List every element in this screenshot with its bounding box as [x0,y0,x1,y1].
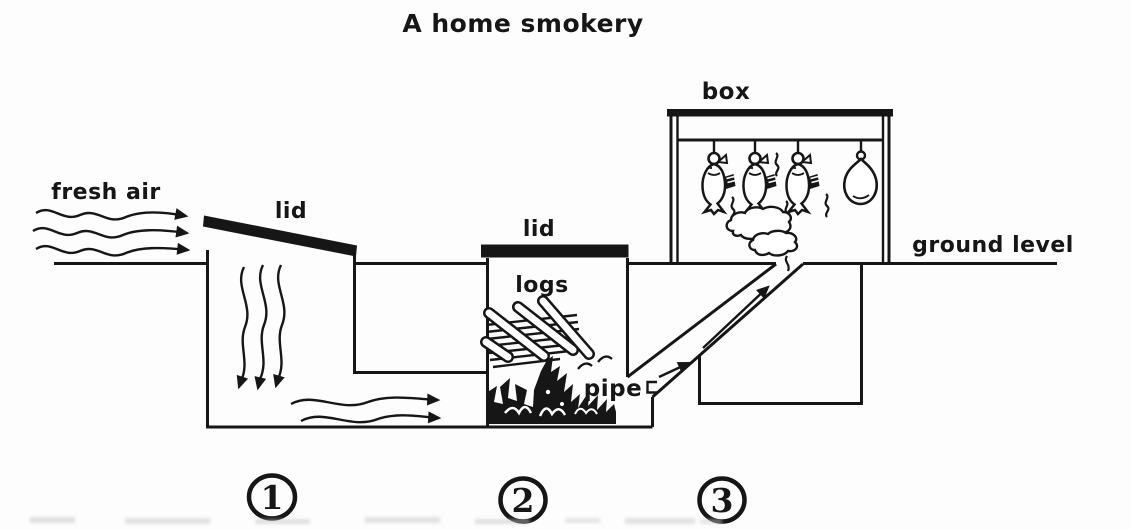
down-arrow-icon [273,264,286,389]
pit2-lid [481,244,629,258]
box-top-bar [667,109,893,117]
box-structure [667,109,893,263]
pipe-damper-bracket [646,380,657,394]
smoke-clouds [725,205,799,272]
label-ground-level: ground level [912,233,1074,258]
label-fresh-air: fresh air [51,180,161,205]
label-logs: logs [515,273,569,298]
middle-earth-block [353,251,487,374]
step-2-marker: 2 [498,476,548,524]
fish-icon [701,139,737,216]
pipe-upper-wall [626,262,777,379]
fish-icon [785,139,821,216]
log-capsules [480,295,595,363]
tunnel-arrow-icon [290,393,441,407]
air-arrow-icon [35,242,191,257]
smoke-cloud-tail [784,255,790,272]
fresh-air-arrows [32,208,191,257]
label-lid-pit1: lid [275,199,307,224]
fish-icon [742,139,778,216]
step-3-number: 3 [711,481,734,520]
pipe-lower-wall [651,262,804,399]
pipe-arrow-small [658,361,692,379]
down-arrow-icon [254,264,268,391]
tunnel-flow-arrows [290,393,442,424]
label-box: box [702,79,751,105]
smoke-wisp-icon [774,151,780,178]
fire-icon [486,355,616,424]
step-1-marker: 1 [246,473,298,521]
step-2-number: 2 [512,481,535,520]
logs-icon [480,295,595,369]
page-title: A home smokery [402,9,643,38]
pit1-lid [203,215,357,257]
smoke-wisp-icon [824,192,830,219]
pipe-arrow-long [702,285,770,349]
fire-smoke-arc [597,355,613,363]
step-3-marker: 3 [697,476,747,524]
label-pipe: pipe [584,376,642,402]
label-lid-pit2: lid [523,217,555,242]
right-earth-block [698,264,863,405]
air-arrow-icon [32,225,190,239]
pipe-structure [626,262,863,427]
pit1-circulation-arrows [236,264,286,391]
step-1-number: 1 [261,478,284,517]
hanging-items [701,139,878,226]
down-arrow-icon [236,266,249,390]
empty-hanging-loop-icon [842,141,878,206]
step-markers: 1 2 3 [246,473,747,524]
smoke-cloud-icon [748,229,799,257]
tunnel-arrow-icon [300,411,442,424]
fire-smoke-arc [577,362,593,370]
scan-artifact-strip [30,517,722,524]
air-arrow-icon [35,208,189,221]
pit1-structure [203,215,653,429]
